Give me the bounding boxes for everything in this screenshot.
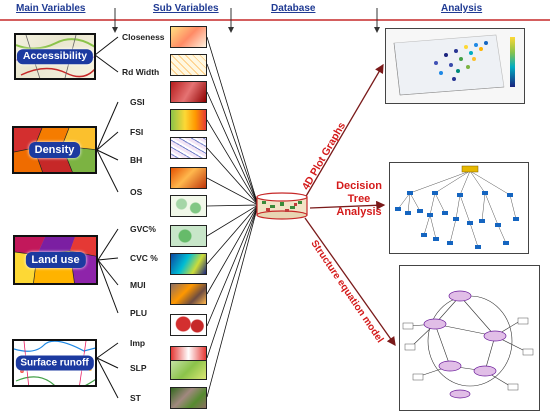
header-main-variables: Main Variables (16, 3, 86, 14)
sub-label-slp: SLP (130, 363, 147, 373)
thumb-mui (170, 283, 207, 305)
header-database: Database (271, 3, 316, 14)
main-label-density: Density (28, 141, 81, 159)
thumb-bh (170, 137, 207, 159)
main-box-surface-runoff: Surface runoff (12, 339, 97, 387)
header-sub-variables: Sub Variables (153, 3, 219, 14)
sub-label-rd-width: Rd Width (122, 67, 160, 77)
panel-decision-tree (389, 162, 529, 254)
tree-graphic (395, 165, 519, 249)
sub-label-gvc: GVC% (130, 224, 156, 234)
main-label-accessibility: Accessibility (16, 48, 94, 65)
thumb-slp (170, 360, 207, 380)
thumb-closeness (170, 26, 207, 48)
thumb-os-b (170, 195, 207, 217)
label-decision-tree: Decision Tree Analysis (336, 180, 382, 219)
database-cylinder (256, 192, 308, 220)
sub-label-fsi: FSI (130, 127, 144, 137)
sub-label-cvc: CVC % (130, 253, 158, 263)
header-analysis: Analysis (441, 3, 483, 14)
sub-label-os: OS (130, 187, 143, 197)
panel-4d-plot (385, 28, 525, 104)
main-box-land-use: Land use (13, 235, 98, 285)
thumb-gsi (170, 81, 207, 103)
sub-label-closeness: Closeness (122, 32, 165, 42)
panel-sem (399, 265, 540, 411)
scatter-3d-graphic (393, 34, 515, 96)
sem-graphic (402, 290, 534, 399)
analysis-arrows (304, 63, 396, 347)
main-box-accessibility: Accessibility (14, 33, 96, 80)
sub-label-mui: MUI (130, 280, 146, 290)
thumb-st (170, 387, 207, 409)
thumb-os-a (170, 167, 207, 189)
thumb-cvc (170, 253, 207, 275)
sub-label-imp: Imp (130, 338, 146, 348)
main-box-density: Density (12, 126, 97, 174)
thumb-plu (170, 314, 207, 336)
main-to-sub-lines (94, 36, 119, 399)
sub-label-st: ST (130, 393, 141, 403)
sub-label-bh: BH (130, 155, 143, 165)
sub-to-database-lines (206, 36, 259, 398)
thumb-rd-width (170, 54, 207, 76)
sub-label-gsi: GSI (130, 97, 145, 107)
main-label-land-use: Land use (25, 251, 86, 269)
main-label-surface-runoff: Surface runoff (15, 355, 94, 371)
sub-label-plu: PLU (130, 308, 147, 318)
thumb-fsi (170, 109, 207, 131)
thumb-gvc (170, 225, 207, 247)
